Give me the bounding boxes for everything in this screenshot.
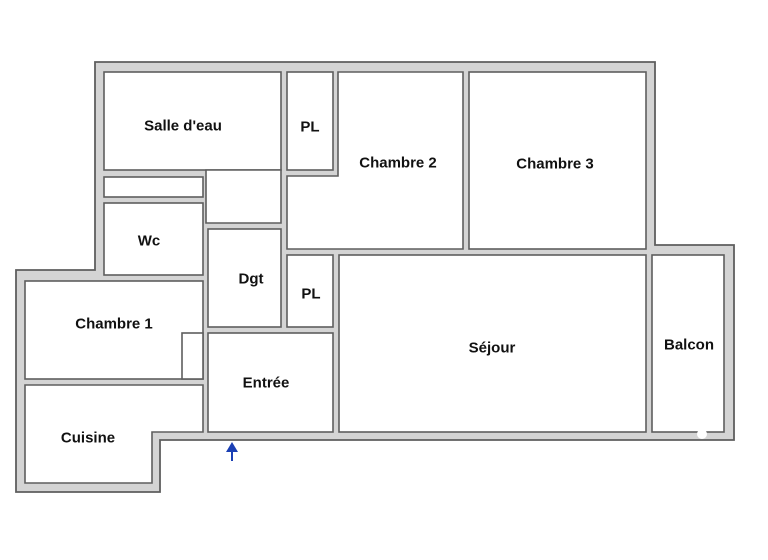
room-pl-mid (286, 254, 334, 328)
room-salle-deau-lower (205, 169, 282, 224)
label-entree: Entrée (243, 375, 290, 392)
room-entree (207, 332, 334, 433)
arrow-up-icon (226, 442, 238, 461)
room-chambre-1 (24, 280, 204, 380)
label-dgt: Dgt (239, 271, 264, 288)
wall-marker (697, 429, 707, 439)
label-balcon: Balcon (664, 337, 714, 354)
room-chambre-2 (286, 71, 464, 250)
label-pl-mid: PL (301, 286, 320, 303)
label-cuisine: Cuisine (61, 430, 115, 447)
room-balcon (651, 254, 725, 433)
label-chambre-1: Chambre 1 (75, 316, 153, 333)
room-cuisine (24, 384, 204, 484)
room-wc (103, 202, 204, 276)
label-chambre-3: Chambre 3 (516, 156, 594, 173)
room-dgt (207, 228, 282, 328)
label-sejour: Séjour (469, 340, 516, 357)
room-chambre-3 (468, 71, 647, 250)
room-pl-top (286, 71, 334, 171)
label-salle-deau: Salle d'eau (144, 118, 222, 135)
room-closet-small (181, 332, 204, 380)
label-wc: Wc (138, 233, 161, 250)
label-chambre-2: Chambre 2 (359, 155, 437, 172)
room-closet-strip (103, 176, 204, 198)
room-salle-deau (103, 71, 282, 171)
room-sejour (338, 254, 647, 433)
label-pl-top: PL (300, 119, 319, 136)
